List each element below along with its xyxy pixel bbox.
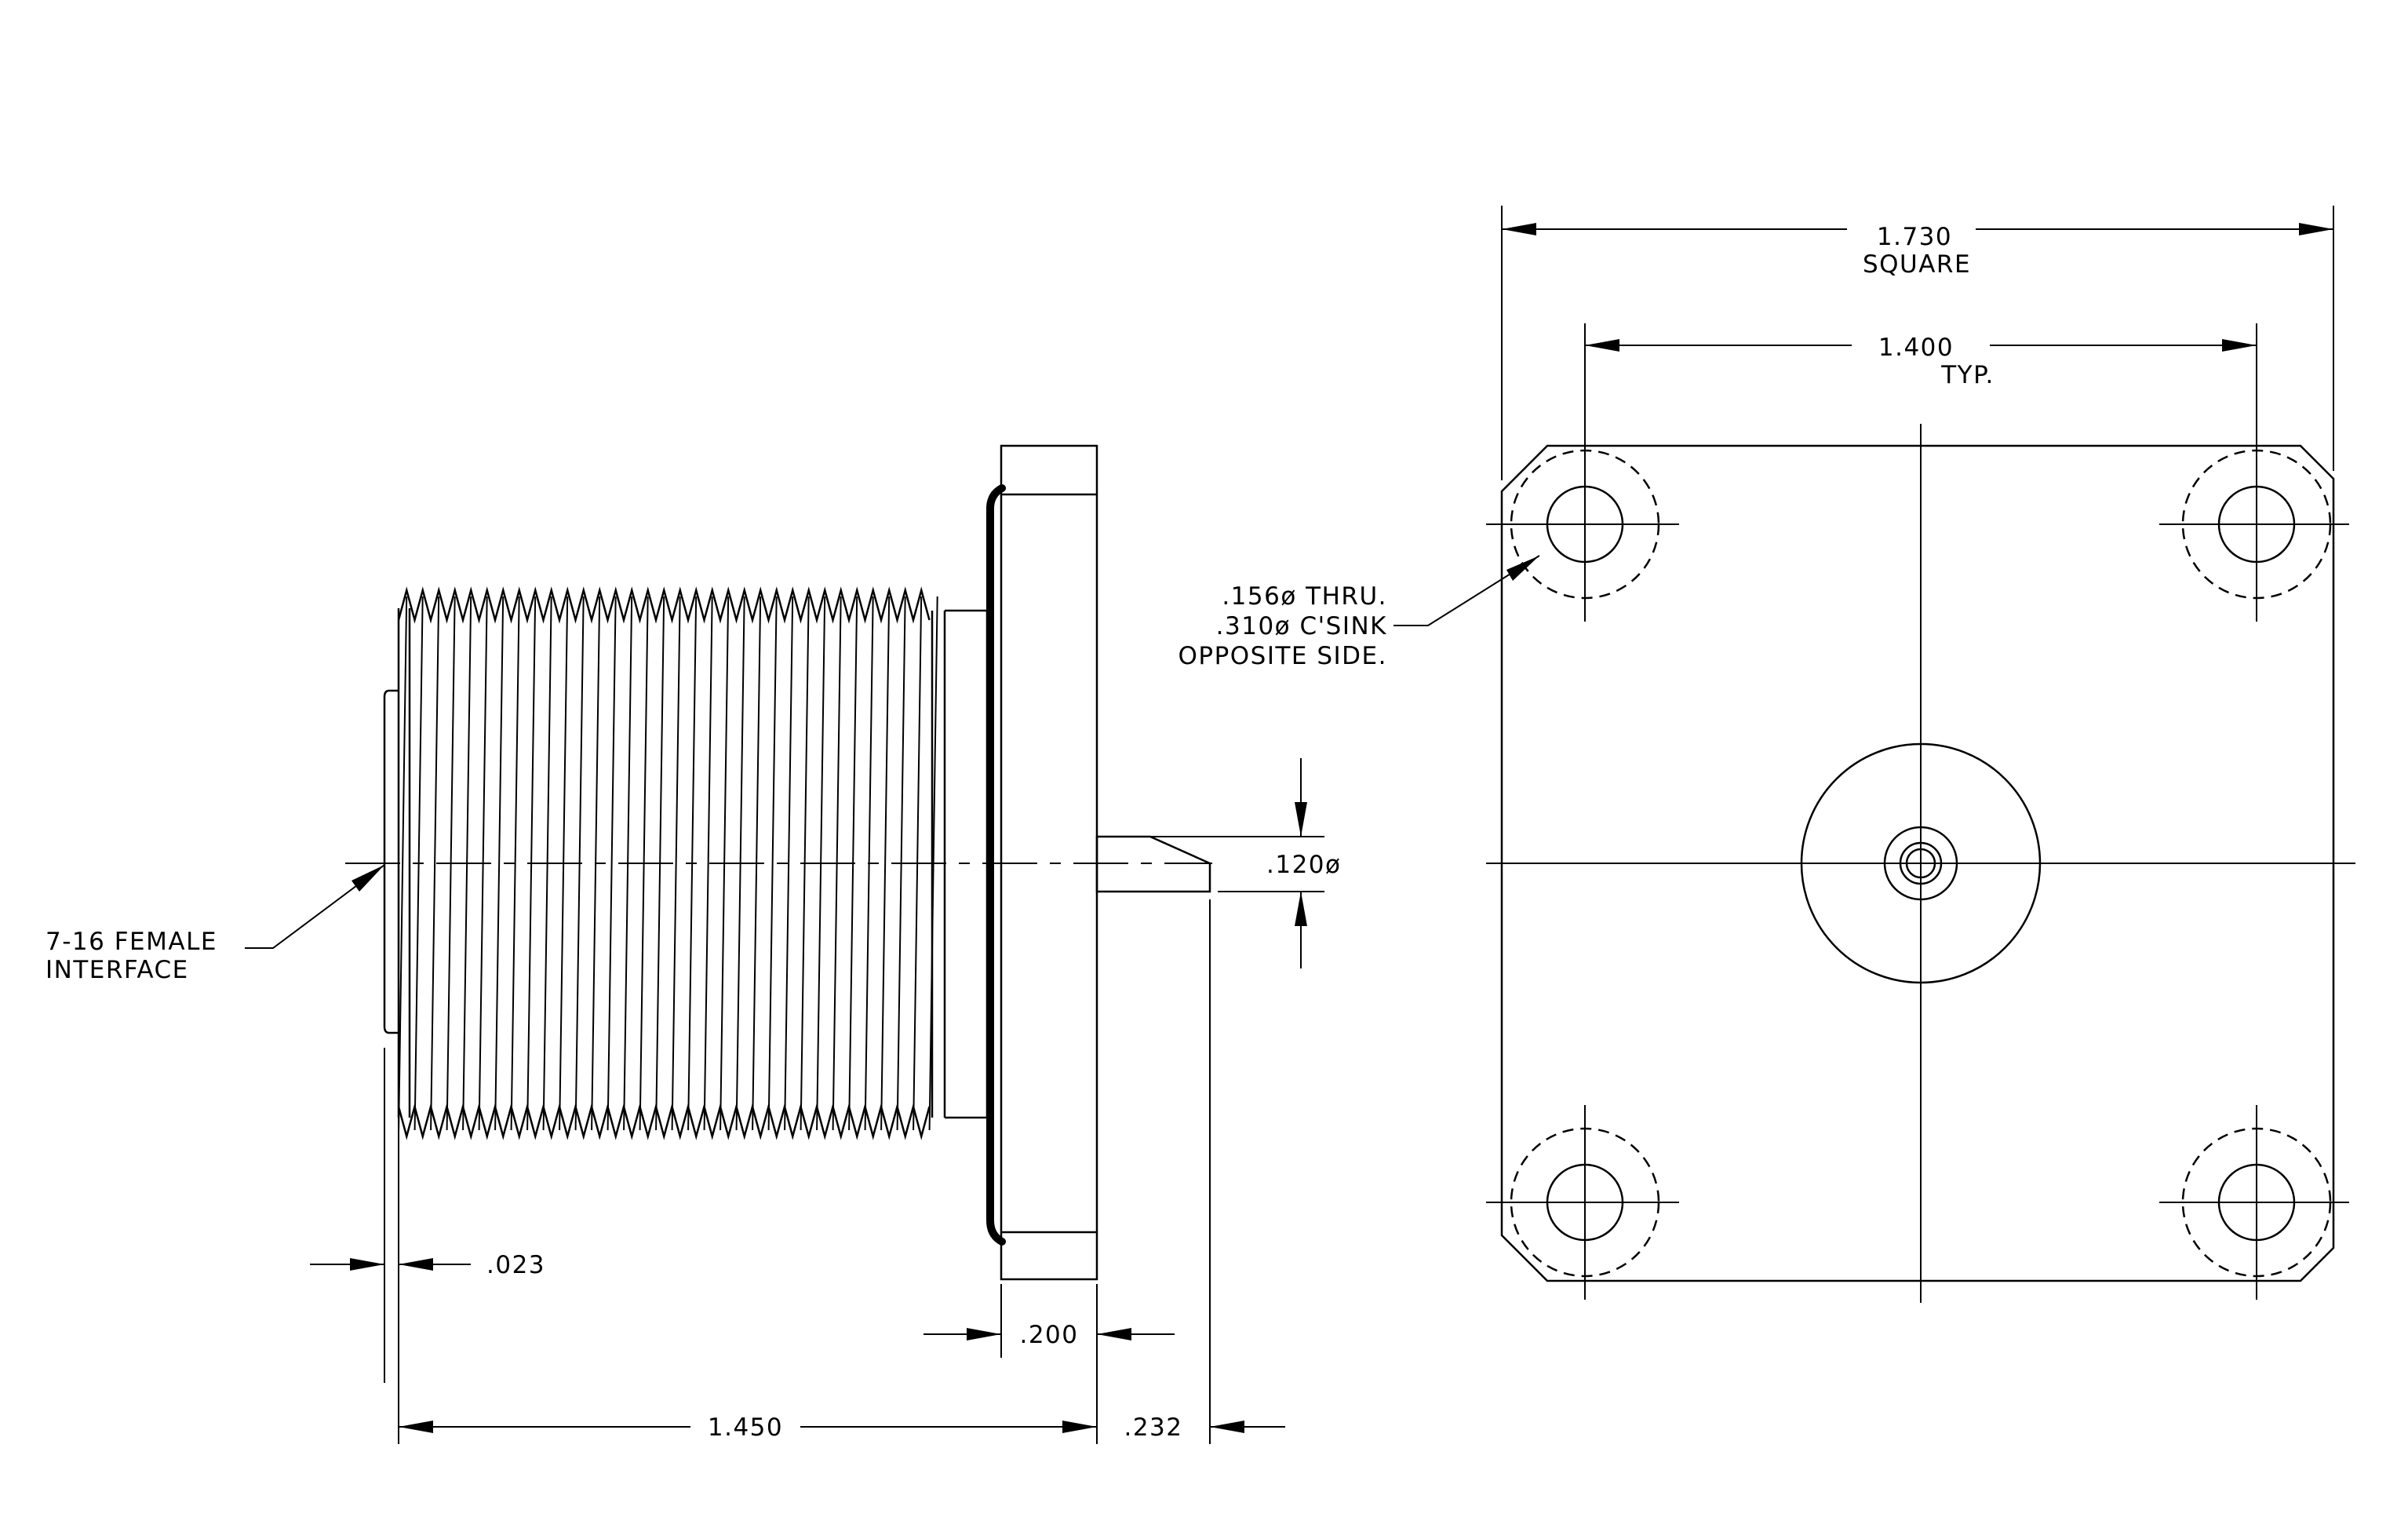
dim-face-recess: .023 <box>310 1048 545 1444</box>
dim-pin-diameter-value: .120ø <box>1266 851 1342 879</box>
dim-flange-thickness: .200 <box>923 1284 1175 1358</box>
flange-gasket <box>986 484 1006 1246</box>
front-view: 1.730 SQUARE 1.400 TYP. .156ø THRU. .310… <box>1178 206 2355 1303</box>
interface-note-line-2: INTERFACE <box>46 956 189 984</box>
center-contact-mid <box>1899 841 1943 885</box>
thread-helix-line <box>494 596 505 1130</box>
hole-callout: .156ø THRU. .310ø C'SINK OPPOSITE SIDE. <box>1178 555 1540 670</box>
mounting-hole-bottom-right <box>2159 1105 2349 1300</box>
hole-note-line-3: OPPOSITE SIDE. <box>1178 642 1387 670</box>
thread-helix-line <box>430 596 440 1130</box>
thread-helix-line <box>607 596 617 1130</box>
dim-pin-length: .232 <box>1124 899 1285 1444</box>
hole-note-line-2: .310ø C'SINK <box>1216 612 1387 640</box>
dim-flange-size-note: SQUARE <box>1863 250 1971 279</box>
dim-pin-length-value: .232 <box>1124 1413 1182 1442</box>
dim-flange-size-value: 1.730 <box>1877 223 1952 251</box>
dim-body-length: 1.450 <box>398 1284 1098 1444</box>
thread-helix-line <box>510 596 520 1130</box>
flange-outline <box>1500 444 2335 1282</box>
dim-flange-size: 1.730 SQUARE <box>1501 206 2334 480</box>
hole-note-line-1: .156ø THRU. <box>1222 582 1387 611</box>
center-contact-inner <box>1905 848 1936 879</box>
thread-helix-line <box>703 596 713 1130</box>
thread-helix-line <box>880 596 891 1130</box>
thread-crest-top <box>397 586 931 624</box>
thread-crest-bottom <box>397 1103 931 1140</box>
thread-helix-line <box>398 596 408 1130</box>
side-view: .023 1.450 .200 .232 <box>46 444 1342 1444</box>
mounting-hole-bottom-left <box>1486 1105 1679 1300</box>
interface-face <box>383 689 399 1034</box>
dim-hole-spacing-value: 1.400 <box>1878 334 1954 362</box>
center-body-circle <box>1800 742 2042 984</box>
thread-helix-line <box>784 596 794 1130</box>
dim-hole-spacing-note: TYP. <box>1940 361 1995 389</box>
dim-body-length-value: 1.450 <box>708 1413 783 1442</box>
dim-face-recess-value: .023 <box>486 1251 545 1279</box>
thread-helix-line <box>767 596 778 1130</box>
interface-callout: 7-16 FEMALE INTERFACE <box>46 864 385 984</box>
dim-pin-diameter: .120ø <box>1102 758 1342 968</box>
mounting-hole-top-right <box>2159 425 2349 622</box>
dim-hole-spacing: 1.400 TYP. <box>1584 323 2257 440</box>
dim-flange-thickness-value: .200 <box>1019 1321 1078 1349</box>
mounting-hole-top-left <box>1486 425 1679 622</box>
thread-helix-line <box>671 596 681 1130</box>
center-contact-outer <box>1883 826 1958 901</box>
interface-note-line-1: 7-16 FEMALE <box>46 928 217 956</box>
